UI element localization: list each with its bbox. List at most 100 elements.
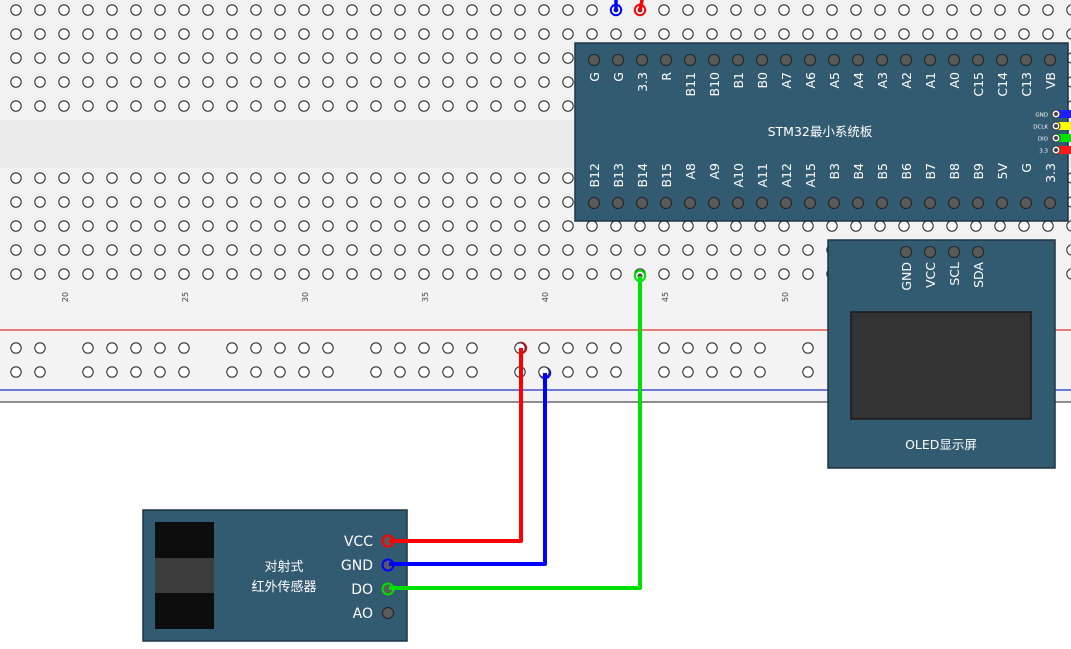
breadboard-hole[interactable] [34,28,46,40]
oled-pin[interactable] [900,246,912,258]
breadboard-hole[interactable] [418,28,430,40]
breadboard-hole[interactable] [562,220,574,232]
breadboard-hole[interactable] [658,268,670,280]
breadboard-hole[interactable] [682,28,694,40]
breadboard-hole[interactable] [82,196,94,208]
breadboard-hole[interactable] [586,268,598,280]
breadboard-hole[interactable] [442,28,454,40]
breadboard-hole[interactable] [394,172,406,184]
breadboard-hole[interactable] [562,172,574,184]
breadboard-hole[interactable] [610,244,622,256]
breadboard-hole[interactable] [346,220,358,232]
breadboard-hole[interactable] [946,28,958,40]
breadboard-hole[interactable] [754,28,766,40]
breadboard-hole[interactable] [298,172,310,184]
rail-hole[interactable] [370,366,382,378]
breadboard-hole[interactable] [322,172,334,184]
rail-hole[interactable] [802,342,814,354]
rail-hole[interactable] [466,366,478,378]
breadboard-hole[interactable] [730,220,742,232]
breadboard-hole[interactable] [370,220,382,232]
breadboard-hole[interactable] [130,76,142,88]
breadboard-hole[interactable] [250,244,262,256]
breadboard-hole[interactable] [490,76,502,88]
breadboard-hole[interactable] [130,172,142,184]
breadboard-hole[interactable] [442,220,454,232]
breadboard-hole[interactable] [130,244,142,256]
breadboard-hole[interactable] [466,4,478,16]
breadboard-hole[interactable] [418,220,430,232]
breadboard-hole[interactable] [178,268,190,280]
breadboard-hole[interactable] [682,244,694,256]
breadboard-hole[interactable] [394,220,406,232]
breadboard-hole[interactable] [754,244,766,256]
breadboard-hole[interactable] [514,76,526,88]
breadboard-hole[interactable] [274,196,286,208]
breadboard-hole[interactable] [10,76,22,88]
breadboard-hole[interactable] [874,4,886,16]
rail-hole[interactable] [82,366,94,378]
rail-hole[interactable] [754,366,766,378]
breadboard-hole[interactable] [442,244,454,256]
breadboard-hole[interactable] [154,28,166,40]
stm32-top-pin[interactable] [732,54,744,66]
breadboard-hole[interactable] [706,268,718,280]
breadboard-hole[interactable] [706,244,718,256]
breadboard-hole[interactable] [538,244,550,256]
breadboard-hole[interactable] [226,268,238,280]
stm32-top-pin[interactable] [852,54,864,66]
breadboard-hole[interactable] [418,244,430,256]
breadboard-hole[interactable] [58,172,70,184]
breadboard-hole[interactable] [490,52,502,64]
breadboard-hole[interactable] [178,4,190,16]
breadboard-hole[interactable] [250,172,262,184]
breadboard-hole[interactable] [154,172,166,184]
breadboard-hole[interactable] [442,172,454,184]
stm32-bottom-pin[interactable] [852,197,864,209]
rail-hole[interactable] [34,342,46,354]
breadboard-hole[interactable] [538,76,550,88]
breadboard-hole[interactable] [298,4,310,16]
breadboard-hole[interactable] [370,244,382,256]
breadboard-hole[interactable] [58,4,70,16]
breadboard-hole[interactable] [298,28,310,40]
breadboard-hole[interactable] [106,4,118,16]
breadboard-hole[interactable] [370,52,382,64]
breadboard-hole[interactable] [514,196,526,208]
breadboard-hole[interactable] [514,100,526,112]
breadboard-hole[interactable] [154,100,166,112]
breadboard-hole[interactable] [466,196,478,208]
breadboard-hole[interactable] [586,4,598,16]
breadboard-hole[interactable] [370,76,382,88]
breadboard-hole[interactable] [346,28,358,40]
breadboard-hole[interactable] [250,4,262,16]
breadboard-hole[interactable] [466,172,478,184]
breadboard-hole[interactable] [106,76,118,88]
breadboard-hole[interactable] [850,4,862,16]
breadboard-hole[interactable] [802,220,814,232]
breadboard-hole[interactable] [1018,4,1030,16]
stm32-top-pin[interactable] [948,54,960,66]
breadboard-hole[interactable] [322,4,334,16]
breadboard-hole[interactable] [562,244,574,256]
breadboard-hole[interactable] [10,172,22,184]
stm32-bottom-pin[interactable] [636,197,648,209]
breadboard-hole[interactable] [370,268,382,280]
breadboard-hole[interactable] [538,268,550,280]
rail-hole[interactable] [106,342,118,354]
breadboard-hole[interactable] [418,76,430,88]
breadboard-hole[interactable] [34,244,46,256]
rail-hole[interactable] [802,366,814,378]
wire-blue-gnd[interactable] [389,373,547,566]
breadboard-hole[interactable] [154,76,166,88]
breadboard-hole[interactable] [1066,28,1071,40]
breadboard-hole[interactable] [778,244,790,256]
rail-hole[interactable] [130,366,142,378]
breadboard-hole[interactable] [898,4,910,16]
stm32-bottom-pin[interactable] [996,197,1008,209]
stm32-top-pin[interactable] [804,54,816,66]
breadboard-hole[interactable] [202,28,214,40]
rail-hole[interactable] [130,342,142,354]
breadboard-hole[interactable] [274,244,286,256]
stm32-bottom-pin[interactable] [660,197,672,209]
